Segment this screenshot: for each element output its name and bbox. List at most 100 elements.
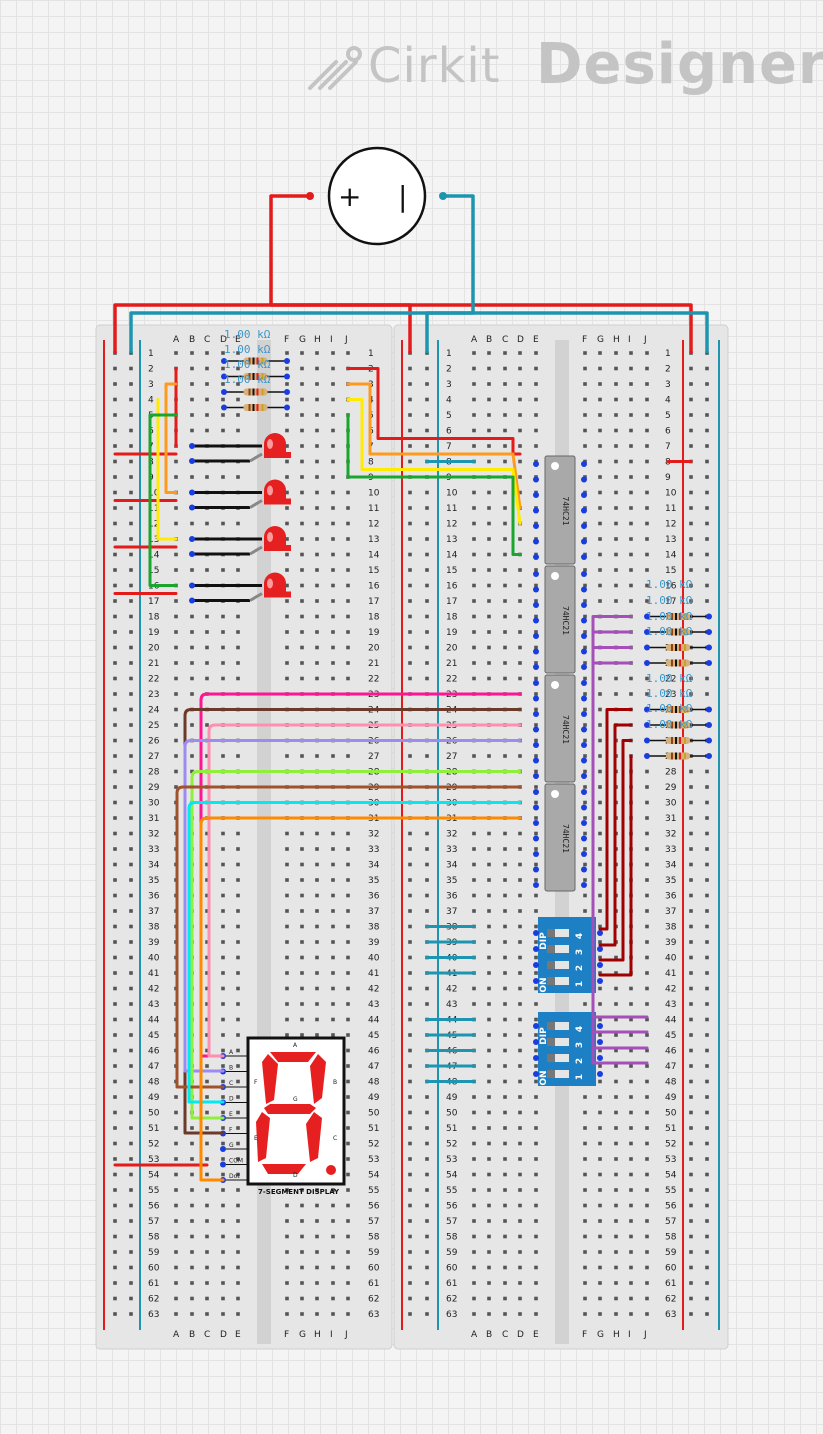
hole[interactable] xyxy=(315,754,319,758)
hole[interactable] xyxy=(221,1048,225,1053)
hole[interactable] xyxy=(614,1095,618,1099)
hole[interactable] xyxy=(236,1048,240,1053)
hole[interactable] xyxy=(503,1265,507,1270)
hole[interactable] xyxy=(689,878,693,882)
hole[interactable] xyxy=(174,1095,178,1099)
hole[interactable] xyxy=(113,1095,117,1099)
hole[interactable] xyxy=(472,1312,476,1316)
hole[interactable] xyxy=(518,1234,522,1239)
hole[interactable] xyxy=(614,1017,618,1022)
hole[interactable] xyxy=(472,552,476,557)
hole[interactable] xyxy=(629,521,633,526)
hole[interactable] xyxy=(425,754,429,758)
hole[interactable] xyxy=(285,413,289,417)
hole[interactable] xyxy=(534,1203,538,1208)
hole[interactable] xyxy=(113,459,117,464)
hole[interactable] xyxy=(425,831,429,836)
hole[interactable] xyxy=(113,1234,117,1239)
hole[interactable] xyxy=(221,397,225,402)
hole[interactable] xyxy=(129,847,133,851)
hole[interactable] xyxy=(300,583,304,588)
hole[interactable] xyxy=(503,676,507,681)
hole[interactable] xyxy=(331,831,335,836)
hole[interactable] xyxy=(534,1017,538,1022)
hole[interactable] xyxy=(315,444,319,448)
hole[interactable] xyxy=(503,1219,507,1223)
hole[interactable] xyxy=(705,568,709,572)
hole[interactable] xyxy=(598,676,602,681)
hole[interactable] xyxy=(331,645,335,650)
hole[interactable] xyxy=(221,1141,225,1146)
hole[interactable] xyxy=(689,1188,693,1192)
hole[interactable] xyxy=(503,1095,507,1099)
hole[interactable] xyxy=(689,1172,693,1177)
hole[interactable] xyxy=(472,661,476,665)
hole[interactable] xyxy=(129,1079,133,1084)
hole[interactable] xyxy=(236,1250,240,1254)
hole[interactable] xyxy=(472,1126,476,1130)
hole[interactable] xyxy=(689,397,693,402)
hole[interactable] xyxy=(190,366,194,371)
hole[interactable] xyxy=(598,1048,602,1053)
hole[interactable] xyxy=(221,831,225,836)
hole[interactable] xyxy=(190,521,194,526)
hole[interactable] xyxy=(614,1188,618,1192)
hole[interactable] xyxy=(285,1312,289,1316)
hole[interactable] xyxy=(487,831,491,836)
hole[interactable] xyxy=(174,459,178,464)
hole[interactable] xyxy=(113,413,117,417)
hole[interactable] xyxy=(583,645,587,650)
hole[interactable] xyxy=(689,1079,693,1084)
hole[interactable] xyxy=(174,1312,178,1316)
hole[interactable] xyxy=(614,459,618,464)
hole[interactable] xyxy=(113,630,117,634)
hole[interactable] xyxy=(689,568,693,572)
hole[interactable] xyxy=(221,1095,225,1099)
hole[interactable] xyxy=(518,1110,522,1115)
hole[interactable] xyxy=(705,1126,709,1130)
hole[interactable] xyxy=(346,1064,350,1068)
hole[interactable] xyxy=(689,785,693,789)
hole[interactable] xyxy=(236,521,240,526)
hole[interactable] xyxy=(129,754,133,758)
hole[interactable] xyxy=(346,1141,350,1146)
hole[interactable] xyxy=(300,366,304,371)
hole[interactable] xyxy=(472,351,476,355)
hole[interactable] xyxy=(346,940,350,944)
hole[interactable] xyxy=(300,754,304,758)
hole[interactable] xyxy=(408,924,412,929)
hole[interactable] xyxy=(205,1188,209,1192)
hole[interactable] xyxy=(236,955,240,960)
hole[interactable] xyxy=(598,909,602,913)
hole[interactable] xyxy=(129,1157,133,1161)
wire[interactable] xyxy=(175,785,522,1089)
hole[interactable] xyxy=(236,1126,240,1130)
hole[interactable] xyxy=(346,955,350,960)
hole[interactable] xyxy=(315,475,319,479)
hole[interactable] xyxy=(205,1095,209,1099)
hole[interactable] xyxy=(583,862,587,867)
hole[interactable] xyxy=(113,645,117,650)
hole[interactable] xyxy=(645,1203,649,1208)
hole[interactable] xyxy=(205,971,209,975)
hole[interactable] xyxy=(614,490,618,495)
hole[interactable] xyxy=(205,568,209,572)
hole[interactable] xyxy=(221,568,225,572)
hole[interactable] xyxy=(645,1188,649,1192)
hole[interactable] xyxy=(503,1250,507,1254)
hole[interactable] xyxy=(629,506,633,510)
hole[interactable] xyxy=(598,490,602,495)
hole[interactable] xyxy=(425,1126,429,1130)
hole[interactable] xyxy=(487,444,491,448)
hole[interactable] xyxy=(174,568,178,572)
hole[interactable] xyxy=(518,971,522,975)
hole[interactable] xyxy=(689,1048,693,1053)
hole[interactable] xyxy=(205,1064,209,1068)
hole[interactable] xyxy=(408,413,412,417)
hole[interactable] xyxy=(503,537,507,541)
hole[interactable] xyxy=(113,847,117,851)
hole[interactable] xyxy=(518,630,522,634)
hole[interactable] xyxy=(534,630,538,634)
